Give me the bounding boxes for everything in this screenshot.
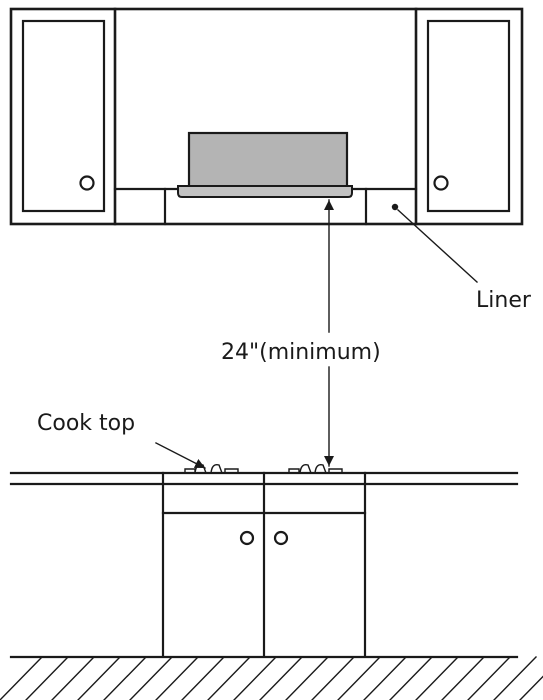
cooktop-label: Cook top bbox=[37, 411, 135, 436]
floor-hatch-line bbox=[311, 656, 355, 700]
floor-hatch-line bbox=[129, 656, 173, 700]
upper-cabinet-outline bbox=[9, 7, 524, 226]
range-hood-body bbox=[187, 131, 349, 189]
floor-hatch-line bbox=[337, 656, 381, 700]
upper-cabinet-assembly bbox=[9, 7, 524, 226]
left-cabinet-knob bbox=[79, 175, 95, 191]
floor-hatch-line bbox=[207, 656, 251, 700]
cooktop-callout: Cook top bbox=[37, 411, 206, 469]
right-cabinet-door bbox=[426, 19, 511, 213]
floor-hatch-line bbox=[415, 656, 459, 700]
range-hood-tray bbox=[177, 185, 353, 198]
floor-hatch-line bbox=[363, 656, 407, 700]
liner-label: Liner bbox=[476, 288, 532, 313]
floor-hatch-line bbox=[389, 656, 433, 700]
base-cabinet-left-knob bbox=[239, 530, 255, 546]
floor-hatch-line bbox=[0, 656, 43, 700]
right-burner-grate bbox=[288, 463, 343, 474]
floor-hatch-line bbox=[493, 656, 537, 700]
floor-hatch-line bbox=[519, 675, 543, 700]
clearance-dimension: 24"(minimum) bbox=[221, 199, 381, 467]
floor-hatch-line bbox=[233, 656, 277, 700]
floor-hatch-line bbox=[25, 656, 69, 700]
floor-hatch-line bbox=[181, 656, 225, 700]
liner-marker-dot bbox=[391, 203, 399, 211]
cooktop-leader-line bbox=[155, 442, 206, 469]
floor-hatch-line bbox=[259, 656, 303, 700]
floor-hatch-line bbox=[285, 656, 329, 700]
floor-hatch-line bbox=[103, 656, 147, 700]
floor-hatch-line bbox=[467, 656, 511, 700]
liner-callout: Liner bbox=[397, 209, 532, 313]
left-cabinet-door bbox=[21, 19, 106, 213]
floor-hatch-line bbox=[51, 656, 95, 700]
base-cabinet bbox=[161, 471, 367, 657]
floor-hatch-line bbox=[155, 656, 199, 700]
floor bbox=[0, 655, 543, 700]
floor-hatching bbox=[0, 656, 543, 700]
floor-hatch-line bbox=[441, 656, 485, 700]
right-cabinet-knob bbox=[433, 175, 449, 191]
clearance-label: 24"(minimum) bbox=[221, 340, 381, 365]
liner-leader-line bbox=[397, 209, 478, 283]
left-burner-grate bbox=[184, 463, 239, 474]
floor-hatch-line bbox=[77, 656, 121, 700]
base-cabinet-right-knob bbox=[273, 530, 289, 546]
